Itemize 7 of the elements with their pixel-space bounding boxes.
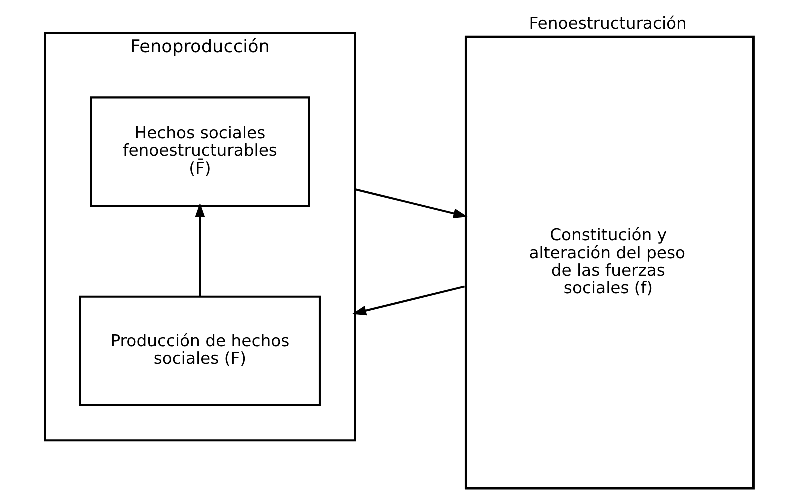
arrow xyxy=(194,203,205,297)
arrow xyxy=(352,286,465,316)
node-box: Hechos sociales fenoestructurables (F̄) xyxy=(90,96,310,208)
node-box: Constitución y alteración del peso de las fuerzas sociales (f) xyxy=(464,36,754,490)
node-label: Fenoestructuración xyxy=(528,14,686,33)
node-box: Producción de hechos sociales (F) xyxy=(78,296,320,406)
arrow xyxy=(354,188,468,218)
